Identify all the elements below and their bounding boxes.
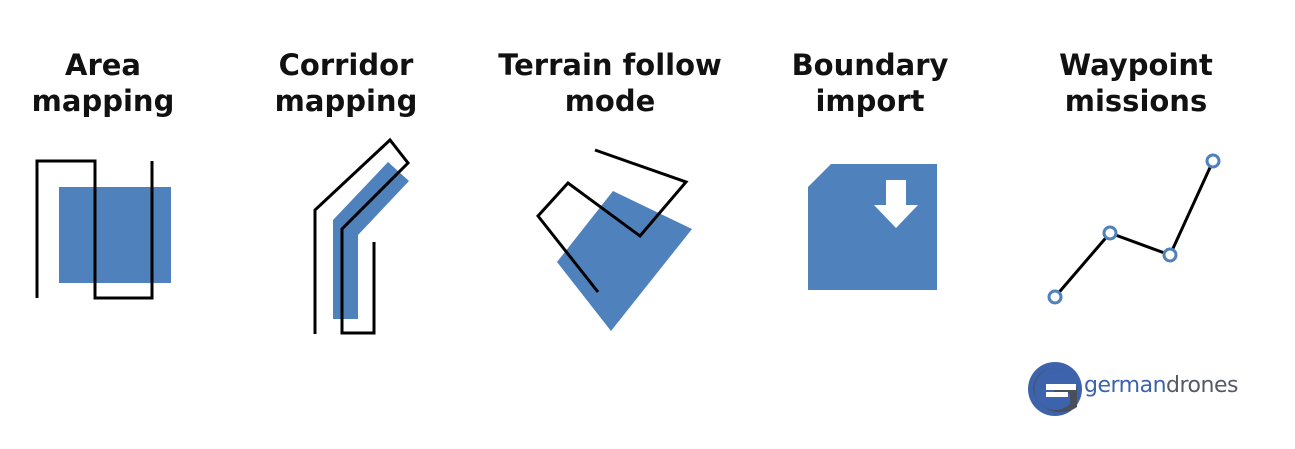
terrain-follow-shape bbox=[557, 191, 692, 331]
waypoint-marker bbox=[1162, 247, 1178, 263]
waypoint-missions-label: Waypoint missions bbox=[1059, 48, 1213, 118]
download-arrow-icon bbox=[874, 180, 918, 228]
waypoint-path bbox=[1053, 160, 1215, 298]
area-mapping-path bbox=[35, 159, 154, 300]
logo-mark-icon bbox=[1028, 362, 1082, 416]
boundary-import-icon bbox=[808, 164, 937, 290]
waypoint-marker bbox=[1102, 225, 1118, 241]
waypoint-marker bbox=[1205, 153, 1221, 169]
terrain-follow-icon bbox=[536, 148, 692, 331]
logo-text-drones: drones bbox=[1166, 373, 1238, 398]
area-mapping-label: Area mapping bbox=[31, 48, 175, 118]
waypoint-missions-icon bbox=[1047, 153, 1221, 305]
waypoint-marker bbox=[1047, 289, 1063, 305]
terrain-follow-label: Terrain follow mode bbox=[498, 48, 722, 118]
boundary-import-shape bbox=[808, 164, 937, 290]
corridor-mapping-shape bbox=[333, 162, 409, 319]
terrain-follow-path bbox=[536, 148, 689, 293]
corridor-mapping-icon bbox=[313, 137, 410, 335]
corridor-mapping-label: Corridor mapping bbox=[274, 48, 418, 118]
corridor-mapping-path bbox=[313, 137, 410, 335]
boundary-import-label: Boundary import bbox=[791, 48, 949, 118]
area-mapping-shape bbox=[59, 187, 171, 283]
area-mapping-icon bbox=[35, 159, 171, 300]
germandrones-logo: germandrones bbox=[1026, 360, 1266, 418]
logo-text-german: german bbox=[1084, 373, 1167, 398]
logo-wordmark: germandrones bbox=[1084, 373, 1238, 398]
